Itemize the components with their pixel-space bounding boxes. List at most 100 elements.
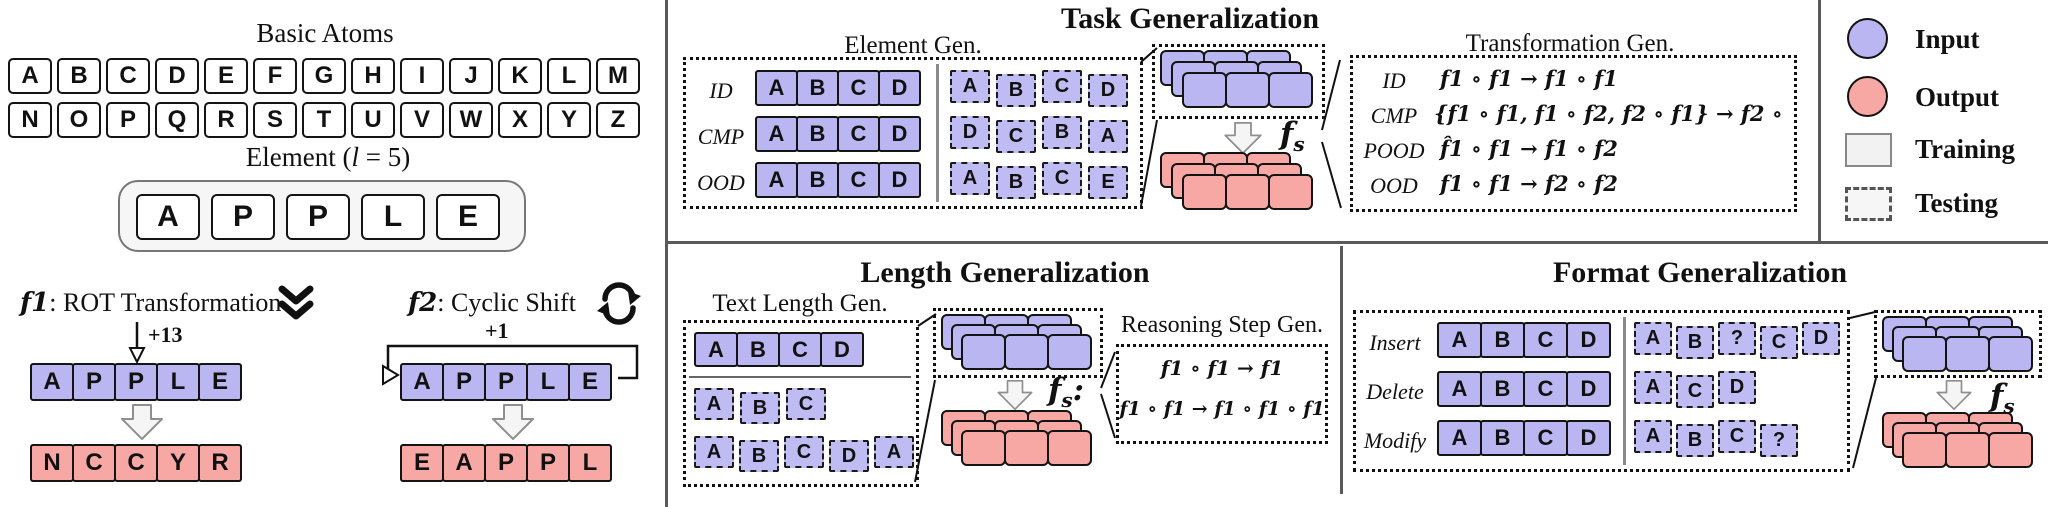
letter-cell: D: [1718, 371, 1756, 404]
fs-suffix: :: [1072, 372, 1085, 408]
letter-cell: A: [755, 70, 798, 106]
element-cell: E: [436, 194, 500, 240]
atom-cell: E: [204, 58, 248, 94]
letter-cell: L: [526, 363, 570, 401]
stack-card: [1004, 430, 1049, 466]
atom-cell: D: [155, 58, 199, 94]
letter-cell: A: [755, 116, 798, 152]
stack-card: [1182, 174, 1227, 210]
stack-card: [1225, 72, 1270, 108]
f1-symbol: f1: [20, 288, 50, 318]
letter-cell: B: [1480, 322, 1525, 358]
atom-cell: O: [57, 102, 101, 138]
letter-cell: R: [198, 444, 242, 482]
letter-cell: C: [1042, 70, 1082, 103]
letter-cell: B: [996, 74, 1036, 107]
atom-cell: R: [204, 102, 248, 138]
atom-cell: J: [449, 58, 493, 94]
atom-cell: H: [351, 58, 395, 94]
letter-cell: D: [820, 332, 864, 367]
panel-divider-horizontal: [668, 241, 2048, 244]
letter-cell: P: [114, 363, 158, 401]
fs-base: f: [1048, 372, 1062, 408]
element-cell: A: [136, 194, 200, 240]
transformation-gen-box: [1350, 55, 1797, 212]
atom-cell: K: [498, 58, 542, 94]
letter-cell: ?: [1760, 424, 1798, 457]
row-label-id: ID: [1382, 68, 1406, 93]
fs-label: fs:: [1048, 372, 1084, 412]
letter-cell: E: [400, 444, 444, 482]
letter-cell: A: [1437, 420, 1482, 456]
letter-cell: A: [950, 162, 990, 195]
letter-cell: A: [442, 444, 486, 482]
down-arrow-icon: [492, 404, 534, 440]
atom-cell: A: [8, 58, 52, 94]
train-test-separator: [936, 64, 939, 202]
letter-cell: A: [1634, 420, 1672, 453]
letter-cell: P: [484, 444, 528, 482]
text-length-subtitle: Text Length Gen.: [712, 290, 888, 317]
letter-cell: B: [796, 162, 839, 198]
letter-cell: B: [796, 116, 839, 152]
panel-divider-vertical-left: [665, 0, 668, 507]
row-label-cmp: CMP: [697, 124, 745, 149]
transformation-gen-subtitle: Transformation Gen.: [1465, 30, 1675, 57]
letter-cell: L: [568, 444, 612, 482]
atom-cell: C: [106, 58, 150, 94]
stack-card: [1988, 432, 2033, 468]
atom-cell: Z: [596, 102, 640, 138]
atom-cell: P: [106, 102, 150, 138]
letter-cell: A: [1437, 322, 1482, 358]
text-length-box: [683, 320, 919, 487]
stack-card: [1268, 174, 1313, 210]
letter-cell: B: [1042, 116, 1082, 149]
format-gen-box: [1353, 310, 1850, 472]
reasoning-step-box: [1116, 344, 1328, 444]
letter-cell: D: [1802, 322, 1840, 355]
legend-output-label: Output: [1915, 82, 2000, 112]
input-stack-box: [1874, 310, 2042, 378]
letter-cell: A: [694, 332, 738, 367]
letter-cell: C: [1042, 162, 1082, 195]
stack-card: [1945, 336, 1990, 372]
element-cell: P: [286, 194, 350, 240]
letter-cell: B: [1480, 371, 1525, 407]
fs-arrow-icon: [997, 380, 1033, 410]
input-stack-box: [1152, 44, 1325, 119]
fs-sub: s: [1293, 132, 1305, 157]
length-gen-title: Length Generalization: [860, 256, 1150, 289]
formula-reasoning-1: f1 ∘ f1 → f1: [1160, 356, 1284, 380]
element-label-post: = 5): [359, 142, 411, 172]
element-label: Element (l = 5): [246, 142, 410, 173]
input-stack-box: [933, 308, 1103, 378]
train-test-separator: [1623, 317, 1626, 465]
train-test-separator: [689, 376, 911, 378]
panel-divider-legend: [1818, 0, 1821, 241]
f2-title-rest: : Cyclic Shift: [437, 288, 576, 317]
atom-cell: X: [498, 102, 542, 138]
atom-cell: W: [449, 102, 493, 138]
letter-cell: A: [694, 436, 734, 468]
atom-cell: T: [302, 102, 346, 138]
stack-card: [1047, 430, 1092, 466]
letter-cell: Y: [156, 444, 200, 482]
letter-cell: E: [1088, 166, 1128, 199]
letter-cell: A: [950, 70, 990, 103]
row-label-cmp: CMP: [1370, 103, 1418, 128]
letter-cell: B: [996, 166, 1036, 199]
stack-card: [1945, 432, 1990, 468]
plus13-arrow-icon: [128, 322, 146, 365]
basic-atoms-title: Basic Atoms: [256, 18, 394, 48]
fs-sub: s: [2003, 394, 2015, 419]
letter-cell: D: [1566, 371, 1611, 407]
stack-card: [1902, 432, 1947, 468]
